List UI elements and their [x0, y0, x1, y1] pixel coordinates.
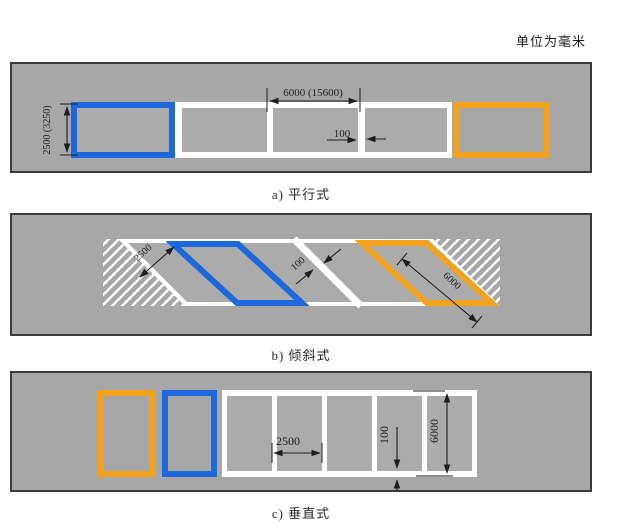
highlighted-stall-orange: [98, 390, 155, 477]
stall: [182, 108, 267, 152]
stall-divider-line: [291, 236, 364, 309]
dim-stall-width: 2500 (3250): [42, 103, 78, 156]
dim-label-stall-width: 2500 (3250): [42, 105, 53, 154]
panel-inclined: 2500 100 6000: [10, 213, 592, 336]
dim-stall-length: 6000 (15600): [266, 87, 361, 112]
unit-note: 单位为毫米: [515, 34, 586, 49]
stall: [327, 396, 372, 471]
panel-perpendicular: 2500 100 6000: [10, 371, 592, 492]
dim-stall-width: 2500: [271, 434, 323, 463]
caption-inclined: b) 倾斜式: [271, 348, 331, 363]
highlighted-stall-blue: [162, 390, 217, 477]
highlighted-stall-orange: [453, 102, 550, 158]
dim-label-stall-length: 6000: [427, 419, 441, 443]
dim-label-line-width: 100: [334, 128, 351, 140]
caption-parallel: a) 平行式: [271, 187, 331, 202]
dim-label-line-width: 100: [377, 426, 391, 444]
highlighted-stall-blue: [71, 102, 175, 158]
stall: [377, 396, 422, 471]
stall: [77, 108, 169, 152]
stall: [365, 108, 447, 152]
stall: [227, 396, 272, 471]
stall: [273, 108, 358, 152]
highlighted-stall-blue: [165, 241, 310, 306]
panel-parallel: 2500 (3250) 6000 (15600) 100: [10, 62, 592, 173]
dim-label-stall-length: 6000 (15600): [283, 87, 343, 99]
stall: [277, 396, 322, 471]
caption-perpendicular: c) 垂直式: [271, 506, 331, 521]
dim-line-width: 100: [377, 426, 401, 491]
dim-line-width: 100: [327, 128, 386, 144]
dim-label-stall-width: 2500: [276, 434, 300, 448]
dim-stall-length: 6000: [413, 390, 453, 477]
